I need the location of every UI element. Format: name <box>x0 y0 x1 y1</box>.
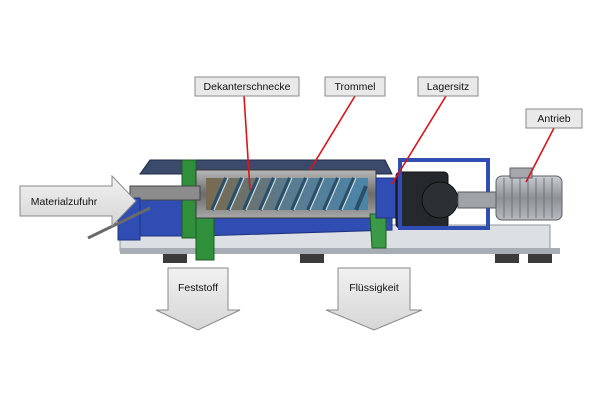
callout-line-bearing <box>391 95 447 185</box>
label-drum-text: Trommel <box>334 81 375 93</box>
machine-foot <box>300 254 324 263</box>
feed-tube <box>129 185 201 201</box>
base-rail <box>120 248 560 254</box>
motor-fins <box>503 178 553 218</box>
label-screw: Dekanterschnecke <box>194 76 300 97</box>
machine-foot <box>528 254 552 263</box>
liquid-label: Flüssigkeit <box>349 282 399 294</box>
coupling <box>457 191 503 209</box>
machine-foot <box>163 254 187 263</box>
support-rod <box>87 206 151 240</box>
label-bearing: Lagersitz <box>417 76 479 97</box>
callout-lines <box>243 95 555 191</box>
solids-outlet-arrow: Feststoff <box>155 267 241 331</box>
label-drum: Trommel <box>324 76 386 97</box>
bearing-block <box>375 177 399 219</box>
liquid-outlet-arrow: Flüssigkeit <box>325 267 423 331</box>
material-inlet-label: Materialzufuhr <box>31 196 98 208</box>
callout-line-screw <box>243 95 251 191</box>
decanter-machine <box>87 158 563 263</box>
material-inlet-arrow: Materialzufuhr <box>19 174 137 228</box>
drive-frame <box>398 158 490 230</box>
label-bearing-text: Lagersitz <box>427 81 470 93</box>
label-screw-text: Dekanterschnecke <box>204 81 291 93</box>
machine-foot <box>495 254 519 263</box>
callout-line-drive <box>525 127 555 183</box>
solids-discharge-chute <box>195 217 215 261</box>
callout-line-drum <box>309 95 356 171</box>
label-drive: Antrieb <box>525 108 583 129</box>
solids-label: Feststoff <box>178 282 218 294</box>
gearbox-wheel <box>421 181 459 219</box>
label-drive-text: Antrieb <box>537 113 570 125</box>
motor-terminal-box <box>509 167 533 179</box>
screw-conveyor <box>206 177 368 211</box>
liquid-discharge <box>369 213 387 249</box>
